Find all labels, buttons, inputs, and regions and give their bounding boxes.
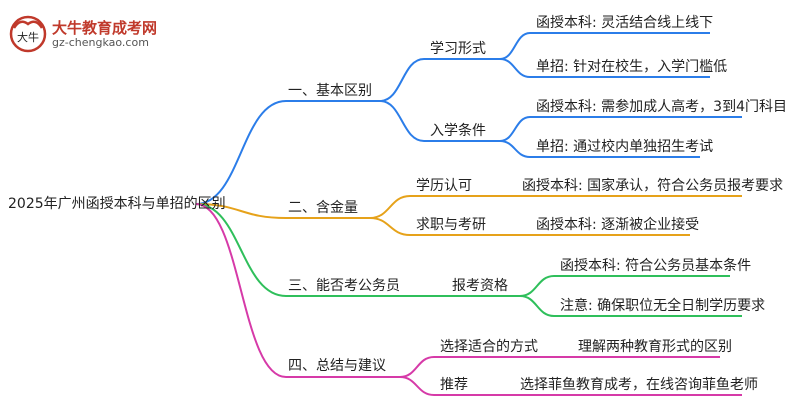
leaf-label: 选择菲鱼教育成考，在线咨询菲鱼老师 bbox=[520, 377, 758, 393]
connector-root-branch1 bbox=[195, 100, 287, 205]
sub-label-eligibility: 报考资格 bbox=[452, 278, 508, 294]
connector-branch2-sub2 bbox=[369, 217, 411, 236]
connector-branch1-sub2 bbox=[379, 100, 425, 142]
mindmap-canvas: 大牛 大牛教育成考网 gz-chengkao.com 2025年广州函授本科与单… bbox=[8, 14, 787, 396]
root-topic: 2025年广州函授本科与单招的区别 bbox=[8, 196, 226, 212]
leaf-label: 理解两种教育形式的区别 bbox=[578, 339, 732, 355]
sub-label-choose-method: 选择适合的方式 bbox=[440, 339, 538, 355]
connector-leaf bbox=[519, 275, 555, 297]
svg-text:大牛: 大牛 bbox=[17, 30, 39, 44]
branch-label-summary: 四、总结与建议 bbox=[288, 358, 386, 374]
leaf-label: 注意: 确保职位无全日制学历要求 bbox=[560, 298, 766, 314]
logo: 大牛 大牛教育成考网 gz-chengkao.com bbox=[8, 14, 178, 54]
leaf-label: 单招: 针对在校生，入学门槛低 bbox=[536, 59, 728, 75]
connector-leaf bbox=[499, 32, 531, 60]
leaf-label: 函授本科: 符合公务员基本条件 bbox=[560, 258, 752, 274]
sub-label-recognition: 学历认可 bbox=[416, 178, 472, 194]
branch-label-value: 二、含金量 bbox=[288, 200, 358, 216]
leaf-label: 函授本科: 国家承认，符合公务员报考要求 bbox=[522, 178, 784, 194]
branch-label-civil-service: 三、能否考公务员 bbox=[288, 278, 400, 294]
connector-leaf bbox=[519, 295, 555, 317]
connector-root-branch2 bbox=[195, 203, 287, 219]
sub-label-study-mode: 学习形式 bbox=[430, 41, 486, 57]
connector-leaf bbox=[499, 140, 531, 158]
leaf-label: 函授本科: 逐渐被企业接受 bbox=[536, 217, 700, 233]
connector-branch4-sub2 bbox=[399, 376, 435, 396]
sub-label-job-exam: 求职与考研 bbox=[416, 217, 486, 233]
branch-label-basic-difference: 一、基本区别 bbox=[288, 83, 372, 99]
bull-logo-icon: 大牛 bbox=[9, 15, 47, 53]
connector-leaf bbox=[499, 58, 531, 78]
sub-label-admission: 入学条件 bbox=[430, 123, 486, 139]
leaf-label: 单招: 通过校内单独招生考试 bbox=[536, 139, 714, 155]
connector-root-branch4 bbox=[195, 203, 287, 378]
leaf-label: 函授本科: 需参加成人高考，3到4门科目 bbox=[536, 99, 787, 115]
logo-title: 大牛教育成考网 bbox=[52, 19, 158, 37]
connector-branch2-sub1 bbox=[369, 195, 411, 219]
leaf-label: 函授本科: 灵活结合线上线下 bbox=[536, 15, 714, 31]
logo-url: gz-chengkao.com bbox=[52, 36, 149, 49]
connector-branch1-sub1 bbox=[379, 58, 425, 102]
sub-label-recommend: 推荐 bbox=[440, 377, 468, 393]
connector-leaf bbox=[499, 116, 531, 142]
connector-root-branch3 bbox=[195, 203, 287, 297]
connector-branch4-sub1 bbox=[399, 356, 435, 378]
mindmap-connectors bbox=[195, 32, 742, 396]
